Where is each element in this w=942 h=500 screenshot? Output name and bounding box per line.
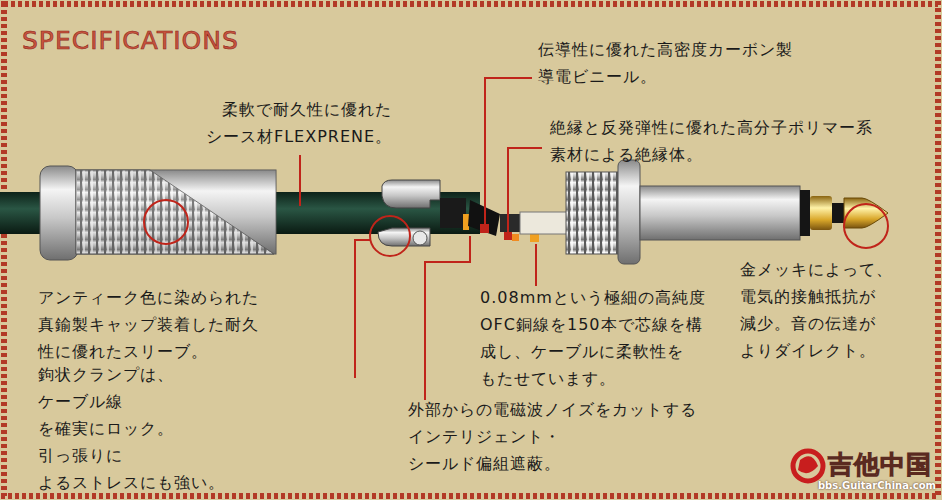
callout-text: 絶縁と反発弾性に優れた高分子ポリマー系 素材による絶縁体。 bbox=[550, 114, 873, 168]
callout-text: 0.08mmという極細の高純度 OFC銅線を150本で芯線を構 成し、ケーブルに… bbox=[480, 284, 706, 392]
watermark-logo bbox=[793, 451, 823, 481]
watermark-url: bbs.GuitarChina.com bbox=[818, 480, 936, 491]
callout-text: 金メッキによって、 電気的接触抵抗が 減少。音の伝達が よりダイレクト。 bbox=[740, 256, 893, 364]
watermark: 吉他中国 bbox=[828, 448, 932, 481]
callout-text: アンティーク色に染められた 真鍮製キャップ装着した耐久 性に優れたスリーブ。 bbox=[38, 284, 259, 365]
callout-text: 鉤状クランプは、ケーブル線 を確実にロック。引っ張りに よるストレスにも強い。 bbox=[38, 361, 225, 496]
callout-text: 柔軟で耐久性に優れた シース材FLEXPRENE。 bbox=[206, 96, 392, 150]
title: SPECIFICATIONS bbox=[22, 26, 239, 55]
callout-text: 外部からの電磁波ノイズをカットする インテリジェント・シールド偏組遮蔽。 bbox=[408, 396, 697, 477]
callout-text: 伝導性に優れた高密度カーボン製 導電ビニール。 bbox=[538, 36, 793, 90]
